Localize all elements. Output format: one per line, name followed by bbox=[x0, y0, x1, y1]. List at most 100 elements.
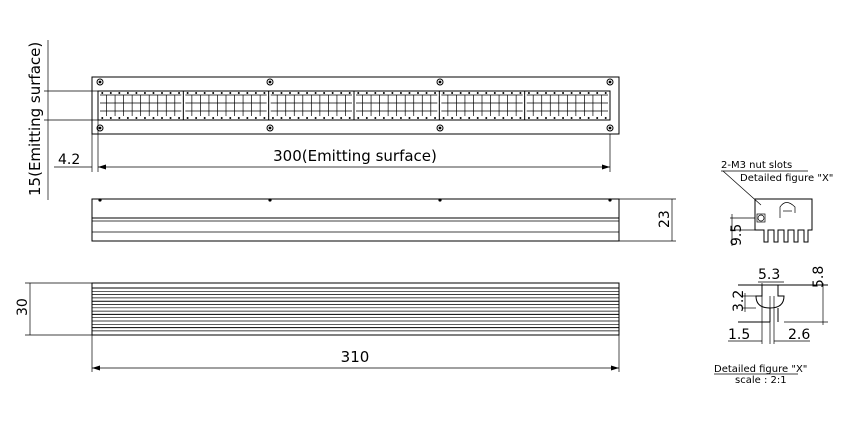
led-dot bbox=[263, 92, 266, 94]
led-dot bbox=[604, 92, 607, 94]
mounting-hole bbox=[606, 78, 614, 86]
led-dot bbox=[374, 117, 377, 119]
led-dot bbox=[519, 92, 522, 94]
led-dot bbox=[587, 117, 590, 119]
led-dot bbox=[237, 117, 240, 119]
heatsink-fins bbox=[92, 287, 619, 332]
dim-emitting-width: 300(Emitting surface) bbox=[273, 147, 437, 165]
led-dot bbox=[135, 117, 138, 119]
led-dot bbox=[408, 117, 411, 119]
led-dot bbox=[545, 92, 547, 94]
led-dot bbox=[553, 117, 556, 119]
led-dot bbox=[502, 92, 505, 94]
led-dot bbox=[579, 92, 582, 94]
led-dot bbox=[357, 92, 360, 94]
led-dot bbox=[468, 117, 471, 119]
bottom-view: 30 310 bbox=[15, 282, 620, 372]
led-dot bbox=[118, 92, 121, 94]
led-dot bbox=[186, 117, 189, 119]
led-dot bbox=[536, 92, 539, 94]
led-dot bbox=[280, 92, 283, 94]
dim-end-height: 30 bbox=[15, 298, 31, 316]
led-dot bbox=[587, 92, 590, 94]
led-dot bbox=[246, 92, 249, 94]
led-dot bbox=[485, 117, 488, 119]
led-dot bbox=[391, 117, 394, 119]
led-dot bbox=[323, 92, 326, 94]
led-dot bbox=[562, 117, 565, 119]
led-dot bbox=[152, 117, 155, 119]
led-dot bbox=[254, 117, 257, 119]
led-dot bbox=[408, 92, 411, 94]
dim-side-height: 23 bbox=[657, 210, 673, 228]
led-dot bbox=[399, 92, 402, 94]
top-view: 15(Emitting surface) 4.2 300(Emitting su… bbox=[26, 40, 620, 200]
led-dot bbox=[468, 92, 471, 94]
led-dot bbox=[527, 117, 530, 119]
detail-profile: 2-M3 nut slots Detailed figure "X" 9.5 5… bbox=[714, 160, 833, 386]
led-dot bbox=[340, 92, 343, 94]
led-dot bbox=[289, 117, 291, 119]
led-dot bbox=[417, 117, 419, 119]
led-dot bbox=[382, 92, 385, 94]
led-dot bbox=[331, 117, 334, 119]
led-dot bbox=[306, 117, 309, 119]
led-dot bbox=[553, 92, 556, 94]
led-dot bbox=[451, 92, 454, 94]
detail-scale: scale : 2:1 bbox=[735, 375, 787, 386]
led-dot bbox=[186, 92, 189, 94]
mounting-hole bbox=[266, 78, 274, 86]
led-dot bbox=[254, 92, 257, 94]
led-dot bbox=[126, 117, 129, 119]
led-dot bbox=[374, 92, 377, 94]
led-dot bbox=[493, 92, 496, 94]
led-dot bbox=[365, 92, 368, 94]
led-dot bbox=[451, 117, 454, 119]
dim-offset: 4.2 bbox=[58, 152, 80, 168]
led-dot bbox=[143, 92, 146, 94]
led-dot bbox=[348, 117, 351, 119]
led-dot bbox=[161, 117, 163, 119]
led-dot bbox=[271, 92, 274, 94]
led-dot bbox=[527, 92, 530, 94]
led-dot bbox=[195, 92, 198, 94]
led-dot bbox=[536, 117, 539, 119]
led-dot bbox=[109, 117, 112, 119]
led-grid bbox=[100, 91, 611, 120]
side-view: 23 bbox=[91, 198, 676, 242]
led-dot bbox=[220, 117, 223, 119]
led-dot bbox=[596, 117, 599, 119]
led-dot bbox=[348, 92, 351, 94]
mounting-hole bbox=[96, 124, 104, 132]
led-dot bbox=[169, 117, 172, 119]
led-dot bbox=[314, 92, 317, 94]
dim-emitting-height: 15(Emitting surface) bbox=[26, 42, 44, 196]
led-dot bbox=[212, 92, 215, 94]
led-dot bbox=[459, 92, 462, 94]
led-dot bbox=[459, 117, 462, 119]
mounting-hole bbox=[96, 78, 104, 86]
dim-15: 1.5 bbox=[728, 327, 750, 343]
led-dot bbox=[263, 117, 266, 119]
led-dot bbox=[417, 92, 419, 94]
mounting-holes bbox=[96, 78, 614, 132]
mounting-hole bbox=[436, 124, 444, 132]
led-dot bbox=[237, 92, 240, 94]
led-dot bbox=[101, 117, 104, 119]
led-dot bbox=[391, 92, 394, 94]
led-dot bbox=[596, 92, 599, 94]
dim-slot-height: 9.5 bbox=[729, 224, 745, 246]
led-dot bbox=[229, 117, 232, 119]
led-dot bbox=[519, 117, 522, 119]
led-dot bbox=[570, 117, 573, 119]
top-view-outline bbox=[91, 76, 620, 135]
led-dot bbox=[195, 117, 198, 119]
detail-caption: Detailed figure "X" bbox=[714, 364, 807, 375]
mounting-hole bbox=[606, 124, 614, 132]
led-dot bbox=[143, 117, 146, 119]
led-dot bbox=[126, 92, 129, 94]
dim-26: 2.6 bbox=[788, 327, 810, 343]
led-dot bbox=[203, 92, 206, 94]
led-dot bbox=[340, 117, 343, 119]
